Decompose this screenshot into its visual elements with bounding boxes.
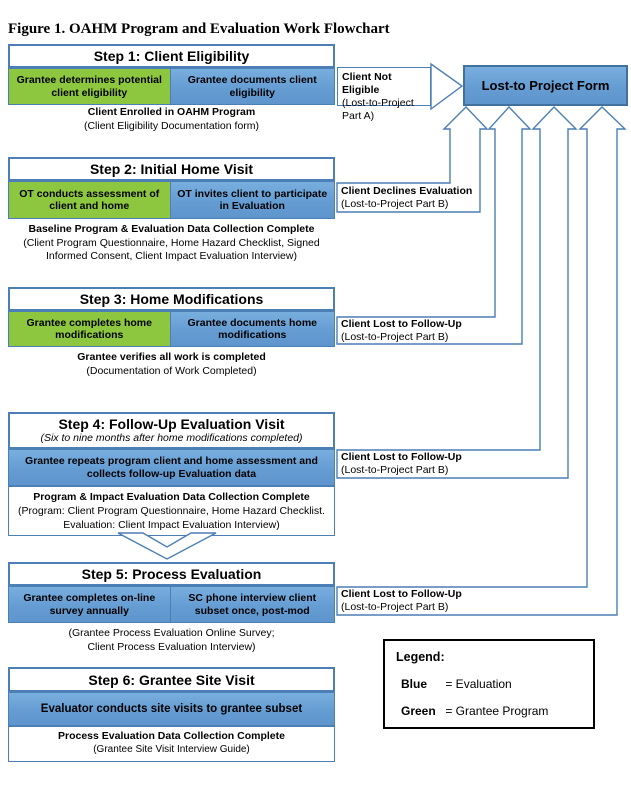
step4-note-line2: Evaluation: Client Impact Evaluation Int…: [63, 519, 280, 531]
step1-header-label: Step 1: Client Eligibility: [93, 48, 250, 64]
step5-cells: Grantee completes on-line survey annuall…: [8, 586, 335, 623]
step1-callout: Client Not Eligible (Lost-to-Project Par…: [337, 67, 431, 122]
step5-note-line1: (Grantee Process Evaluation Online Surve…: [68, 627, 275, 639]
step3-grantee-cell: Grantee completes home modifications: [9, 312, 170, 346]
step3-header: Step 3: Home Modifications: [8, 287, 335, 311]
legend-term-green: Green: [401, 704, 436, 718]
step3-callout-title: Client Lost to Follow-Up: [341, 318, 462, 330]
step1-note-detail: (Client Eligibility Documentation form): [83, 119, 260, 132]
step2-evaluation-cell: OT invites client to participate in Eval…: [169, 182, 334, 218]
step6-cells: Evaluator conducts site visits to grante…: [8, 692, 335, 726]
legend-title: Legend:: [396, 650, 445, 664]
step1-cells: Grantee determines potential client elig…: [8, 68, 335, 105]
step4-notebox: Program & Impact Evaluation Data Collect…: [8, 486, 335, 536]
step1-note-title: Client Enrolled in OAHM Program: [87, 106, 256, 118]
step4-cells: Grantee repeats program client and home …: [8, 449, 335, 486]
step2-header: Step 2: Initial Home Visit: [8, 157, 335, 181]
step5-lost-arrow-icon: [336, 106, 627, 616]
step3-cells: Grantee completes home modifications Gra…: [8, 311, 335, 347]
step6-evaluation-cell: Evaluator conducts site visits to grante…: [9, 693, 334, 725]
step1-note: Client Enrolled in OAHM Program (Client …: [0, 106, 343, 133]
step5-note: (Grantee Process Evaluation Online Surve…: [0, 627, 343, 654]
step4-callout-detail: (Lost-to-Project Part B): [341, 464, 449, 476]
legend-item-green: Green = Grantee Program: [396, 704, 593, 718]
step1-callout-title: Client Not Eligible: [342, 71, 392, 96]
step5-header: Step 5: Process Evaluation: [8, 562, 335, 586]
legend-definition-green: = Grantee Program: [445, 704, 549, 718]
legend-item-blue: Blue = Evaluation: [396, 677, 593, 691]
step4-header-subtitle: (Six to nine months after home modificat…: [40, 432, 303, 444]
step5-header-label: Step 5: Process Evaluation: [81, 566, 262, 582]
step2-note-detail: (Client Program Questionnaire, Home Haza…: [23, 236, 320, 263]
step2-callout: Client Declines Evaluation (Lost-to-Proj…: [341, 185, 472, 211]
lost-to-project-form-box: Lost-to Project Form: [463, 65, 628, 106]
step5-note-line2: Client Process Evaluation Interview): [87, 640, 256, 653]
step4-header: Step 4: Follow-Up Evaluation Visit (Six …: [8, 412, 335, 449]
step1-header: Step 1: Client Eligibility: [8, 44, 335, 68]
legend-term-blue: Blue: [401, 677, 428, 691]
step3-callout: Client Lost to Follow-Up (Lost-to-Projec…: [341, 318, 462, 344]
step5-callout: Client Lost to Follow-Up (Lost-to-Projec…: [341, 588, 462, 614]
step2-callout-detail: (Lost-to-Project Part B): [341, 198, 449, 210]
step6-header: Step 6: Grantee Site Visit: [8, 667, 335, 692]
step2-grantee-cell: OT conducts assessment of client and hom…: [9, 182, 170, 218]
legend: Legend: Blue = Evaluation Green = Grante…: [383, 639, 595, 729]
step4-evaluation-cell: Grantee repeats program client and home …: [9, 450, 334, 485]
step1-grantee-cell: Grantee determines potential client elig…: [9, 69, 170, 104]
step3-header-label: Step 3: Home Modifications: [79, 291, 264, 307]
step4-lost-arrow-icon: [336, 105, 578, 479]
step6-note-detail: (Grantee Site Visit Interview Guide): [93, 744, 250, 755]
figure-title: Figure 1. OAHM Program and Evaluation Wo…: [8, 21, 390, 37]
step2-note: Baseline Program & Evaluation Data Colle…: [0, 223, 343, 264]
step2-note-title: Baseline Program & Evaluation Data Colle…: [28, 223, 315, 235]
step1-callout-detail: (Lost-to-Project Part A): [342, 97, 414, 122]
step3-evaluation-cell: Grantee documents home modifications: [169, 312, 334, 346]
step3-note: Grantee verifies all work is completed (…: [0, 351, 343, 378]
step4-note-line1: (Program: Client Program Questionnaire, …: [18, 505, 325, 517]
step5-interview-cell: SC phone interview client subset once, p…: [169, 587, 334, 622]
legend-definition-blue: = Evaluation: [445, 677, 512, 691]
step4-callout-title: Client Lost to Follow-Up: [341, 451, 462, 463]
step3-note-detail: (Documentation of Work Completed): [86, 364, 257, 377]
step2-header-label: Step 2: Initial Home Visit: [89, 161, 254, 177]
step2-callout-title: Client Declines Evaluation: [341, 185, 473, 197]
step1-lost-arrow-icon: [430, 62, 464, 111]
step3-lost-arrow-icon: [336, 105, 532, 345]
step6-notebox: Process Evaluation Data Collection Compl…: [8, 726, 335, 762]
step1-evaluation-cell: Grantee documents client eligibility: [169, 69, 334, 104]
step3-note-title: Grantee verifies all work is completed: [77, 351, 266, 363]
lost-to-project-form-label: Lost-to Project Form: [481, 78, 610, 93]
step4-to-step5-down-arrow-icon: [117, 532, 217, 560]
step6-header-label: Step 6: Grantee Site Visit: [88, 671, 255, 688]
step4-callout: Client Lost to Follow-Up (Lost-to-Projec…: [341, 451, 462, 477]
step4-note-title: Program & Impact Evaluation Data Collect…: [33, 491, 310, 503]
step3-callout-detail: (Lost-to-Project Part B): [341, 331, 449, 343]
step5-callout-title: Client Lost to Follow-Up: [341, 588, 462, 600]
step2-cells: OT conducts assessment of client and hom…: [8, 181, 335, 219]
step5-callout-detail: (Lost-to-Project Part B): [341, 601, 449, 613]
step6-note-title: Process Evaluation Data Collection Compl…: [58, 730, 285, 742]
step4-header-label: Step 4: Follow-Up Evaluation Visit: [58, 416, 285, 432]
step5-survey-cell: Grantee completes on-line survey annuall…: [9, 587, 170, 622]
